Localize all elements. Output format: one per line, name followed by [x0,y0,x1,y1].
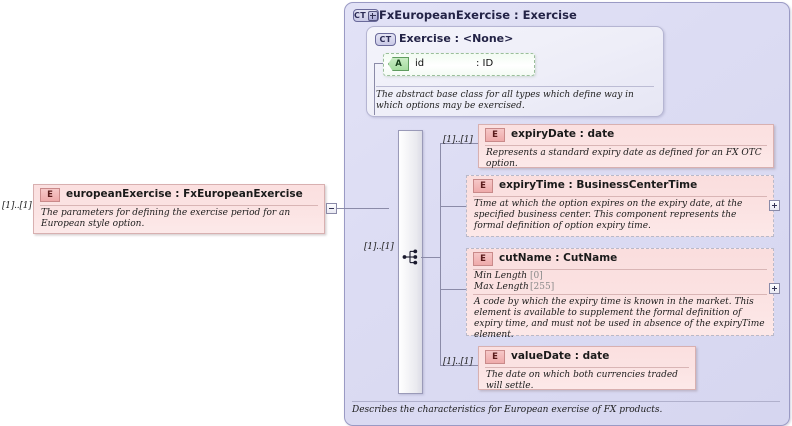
element-documentation: Represents a standard expiry date as def… [486,148,762,169]
element-cutName[interactable]: E cutName : CutName Min Length[0] Max Le… [466,248,774,340]
element-documentation: Time at which the option expires on the … [474,199,743,231]
cardinality-expiryDate: [1]..[1] [443,135,473,145]
element-badge-label: E [480,181,486,191]
attribute-connector [374,63,384,64]
element-documentation: The parameters for defining the exercise… [41,208,291,229]
element-europeanExercise[interactable]: E europeanExercise : FxEuropeanExercise … [33,184,325,234]
element-header: E valueDate : date [479,347,695,367]
compositor-stem [421,257,441,258]
element-divider [485,367,689,368]
attribute-id[interactable]: A id : ID [383,53,535,76]
complextype-badge-label: CT [354,11,366,20]
attribute-badge-label: A [395,59,402,69]
facet-label: Max Length [474,282,529,292]
element-documentation: A code by which the expiry time is known… [474,297,765,340]
facet-value: [0] [530,271,543,281]
branch-line-cutName [440,289,466,290]
element-icon: E [485,350,505,364]
expand-toggle-cutName[interactable] [769,283,780,294]
element-title: expiryTime : BusinessCenterTime [499,179,698,191]
facet-value: [255] [530,282,555,292]
basetype-badge-label: CT [379,35,392,44]
facet-divider [473,294,767,295]
element-divider [485,145,767,146]
element-icon: E [473,179,493,193]
element-header: E expiryDate : date [479,125,773,145]
source-to-compositor-line [337,208,389,209]
element-badge-label: E [492,130,498,140]
facet-row: Max Length[255] [474,282,554,293]
element-title: europeanExercise : FxEuropeanExercise [66,188,303,200]
element-valueDate[interactable]: E valueDate : date The date on which bot… [478,346,696,391]
element-badge-label: E [480,254,486,264]
element-divider [473,196,767,197]
element-title: valueDate : date [511,350,610,362]
cardinality-valueDate: [1]..[1] [443,357,473,367]
element-header: E expiryTime : BusinessCenterTime [467,176,773,196]
branch-line-expiryDate [440,143,478,144]
facet-label: Min Length [474,271,528,281]
element-header: E cutName : CutName [467,249,773,269]
element-badge-label: E [47,190,53,200]
facet-table: Min Length[0] Max Length[255] [474,271,554,293]
element-icon: E [485,128,505,142]
element-documentation: The date on which both currencies traded… [486,370,678,391]
element-header: E europeanExercise : FxEuropeanExercise [34,185,324,205]
branch-line-valueDate [440,365,478,366]
complextype-icon[interactable]: CT [353,9,379,22]
basetype-title: Exercise : <None> [399,32,514,45]
element-title: cutName : CutName [499,252,618,264]
attribute-icon: A [388,57,409,71]
basetype-connector-vertical [374,63,375,115]
facet-row: Min Length[0] [474,271,554,282]
attribute-type: : ID [476,58,494,69]
collapse-toggle[interactable] [326,203,337,214]
source-cardinality: [1]..[1] [2,201,32,211]
element-divider [473,269,767,270]
complextype-documentation: Describes the characteristics for Europe… [352,401,780,415]
element-divider [40,205,318,206]
basetype-documentation: The abstract base class for all types wh… [376,86,654,112]
compositor-branch-trunk [440,143,441,365]
element-expiryDate[interactable]: E expiryDate : date Represents a standar… [478,124,774,169]
basetype-complextype-icon: CT [375,33,396,46]
sequence-icon [402,249,418,265]
attribute-name: id [415,58,425,69]
element-expiryTime[interactable]: E expiryTime : BusinessCenterTime Time a… [466,175,774,237]
compositor-cardinality: [1]..[1] [364,242,394,252]
element-title: expiryDate : date [511,128,615,140]
plus-icon[interactable] [367,10,378,21]
element-icon: E [473,252,493,266]
branch-line-expiryTime [440,206,466,207]
element-badge-label: E [492,352,498,362]
complextype-title: FxEuropeanExercise : Exercise [379,8,577,22]
expand-toggle-expiryTime[interactable] [769,200,780,211]
element-icon: E [40,188,60,202]
